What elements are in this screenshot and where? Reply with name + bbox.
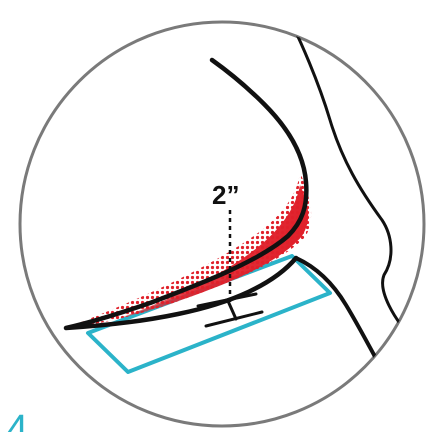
measurement-tick-bottom bbox=[204, 310, 264, 328]
measurement-label: 2” bbox=[212, 180, 239, 210]
shaded-area-core bbox=[120, 185, 309, 318]
torso-line bbox=[294, 256, 390, 382]
breast-contour-line bbox=[63, 57, 309, 331]
frame-circle bbox=[18, 20, 426, 428]
step-number: 4 bbox=[6, 407, 28, 432]
measurement-bracket-stem bbox=[226, 299, 238, 321]
back-contour-line bbox=[288, 22, 420, 347]
